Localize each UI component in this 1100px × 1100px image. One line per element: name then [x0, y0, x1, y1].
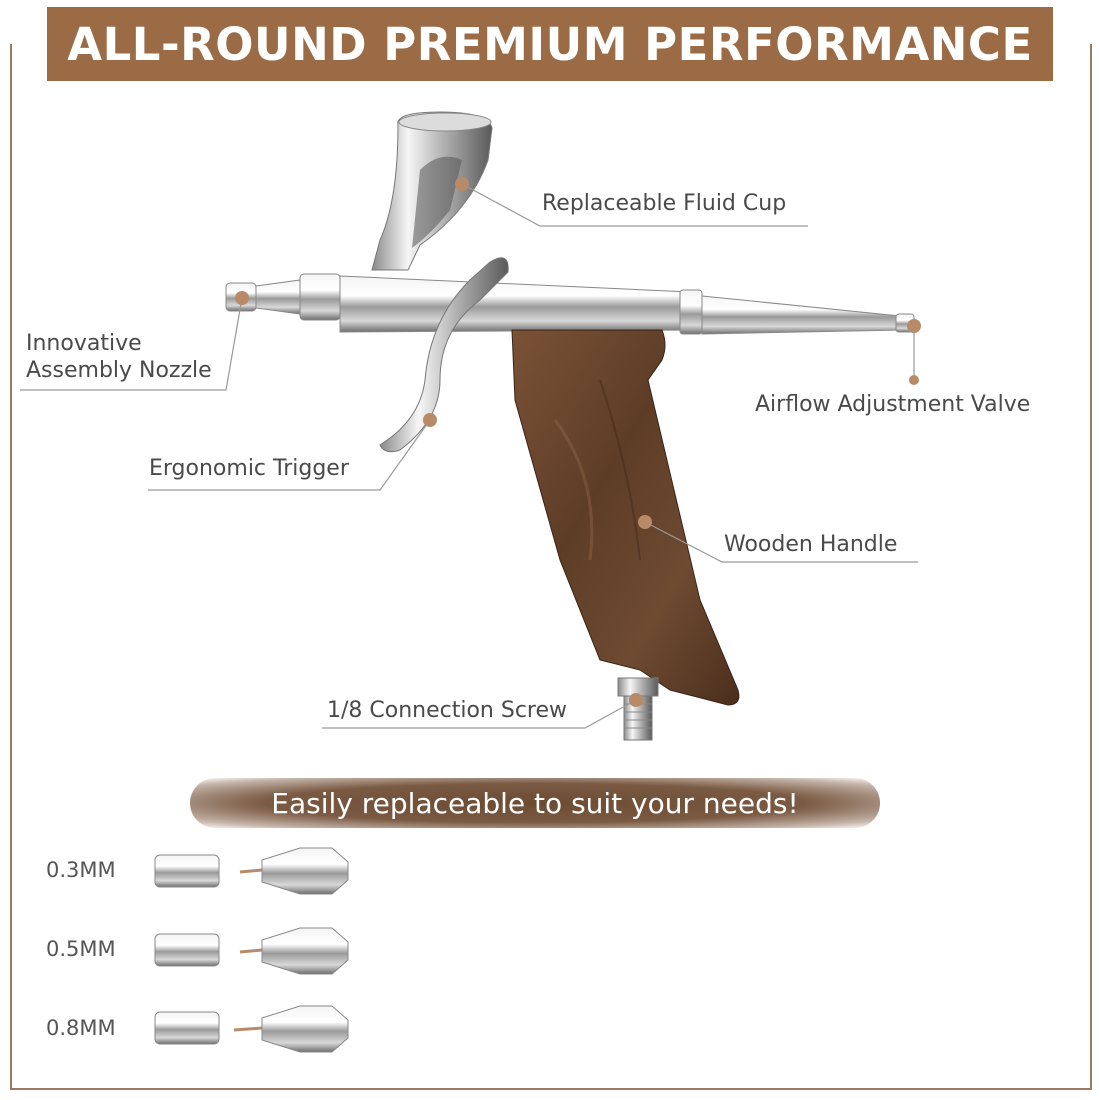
page-frame — [10, 44, 1092, 1090]
size-label-03: 0.3MM — [46, 858, 116, 882]
callout-handle: Wooden Handle — [724, 532, 898, 557]
wooden-handle-graphic — [511, 329, 740, 706]
nozzle-row-08 — [154, 1005, 1004, 1053]
size-label-05: 0.5MM — [46, 937, 116, 961]
connection-screw-graphic — [617, 677, 659, 741]
callout-connection-screw: 1/8 Connection Screw — [327, 698, 568, 723]
callout-lines — [20, 183, 918, 729]
callout-nozzle-line2: Assembly Nozzle — [26, 358, 212, 383]
barrel-graphic — [225, 273, 915, 335]
nozzle-row-03 — [154, 847, 1064, 895]
callout-dots — [235, 177, 921, 707]
callout-trigger: Ergonomic Trigger — [149, 456, 349, 481]
trigger-graphic — [379, 257, 509, 453]
page-title: ALL-ROUND PREMIUM PERFORMANCE — [67, 17, 1033, 71]
subtitle-banner: Easily replaceable to suit your needs! — [190, 778, 880, 828]
callout-nozzle-line1: Innovative — [26, 331, 142, 356]
callout-fluid-cup: Replaceable Fluid Cup — [542, 191, 787, 216]
callout-airflow-valve: Airflow Adjustment Valve — [755, 392, 1031, 417]
title-banner: ALL-ROUND PREMIUM PERFORMANCE — [47, 7, 1053, 81]
fluid-cup-graphic — [371, 111, 493, 271]
nozzle-row-05 — [154, 927, 1002, 975]
size-label-08: 0.8MM — [46, 1016, 116, 1040]
subtitle-text: Easily replaceable to suit your needs! — [271, 786, 799, 820]
